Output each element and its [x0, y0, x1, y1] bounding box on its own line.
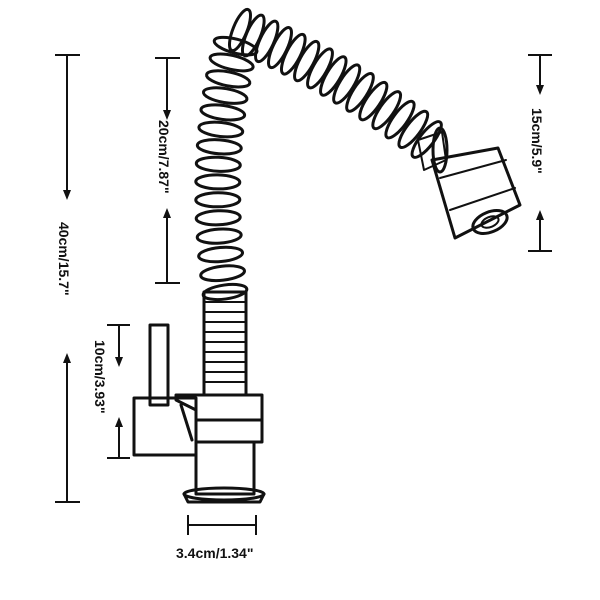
dimension-lines	[55, 54, 552, 535]
spring-coil	[208, 52, 255, 73]
dimension-base-width	[187, 515, 257, 535]
label-spout-reach: 20cm/7.87"	[156, 120, 172, 194]
spring-coil	[199, 103, 247, 122]
spring-coil	[205, 69, 252, 89]
spring-coil	[267, 26, 293, 70]
spring-coil	[431, 126, 449, 174]
spring-coil	[254, 19, 280, 64]
spring-coil	[195, 138, 243, 156]
spring-coil	[194, 209, 242, 227]
spring-coil	[358, 80, 389, 122]
spring-coil	[194, 155, 242, 173]
spring-coil	[319, 55, 348, 97]
spring-coil	[397, 109, 430, 149]
spring-coil	[228, 7, 252, 53]
spring-coil	[194, 173, 242, 191]
dimension-spout-reach	[155, 57, 180, 284]
label-total-height: 40cm/15.7"	[56, 222, 72, 296]
spring-coil	[197, 245, 245, 264]
spring-coil	[306, 47, 334, 90]
spring-coil	[240, 13, 266, 58]
label-base-width: 3.4cm/1.34"	[176, 545, 253, 561]
spring-coil	[371, 90, 403, 131]
spring-coil	[201, 282, 249, 302]
label-handle-height: 10cm/3.93"	[92, 340, 108, 414]
dimension-handle-height	[107, 324, 130, 459]
dimension-total-height	[55, 54, 80, 503]
faucet-illustration	[132, 7, 522, 504]
spring-coil	[279, 32, 307, 76]
spring-coil	[345, 72, 375, 113]
label-sprayer-height: 15cm/5.9"	[529, 108, 545, 174]
spring-coil	[332, 63, 362, 105]
spring-coil	[384, 99, 416, 140]
faucet-neck	[202, 290, 248, 397]
handle-lever	[132, 323, 198, 457]
spring-coil	[199, 264, 246, 283]
spray-head	[417, 131, 522, 240]
spring-coil	[201, 86, 249, 105]
spring-coil	[194, 191, 242, 209]
dimension-sprayer-height	[528, 54, 552, 252]
faucet-body	[174, 393, 264, 496]
spring-coil	[197, 120, 245, 139]
spring-hose	[194, 7, 449, 302]
base-flange	[182, 486, 266, 504]
spring-coil	[293, 39, 321, 83]
spring-coil	[195, 227, 243, 245]
